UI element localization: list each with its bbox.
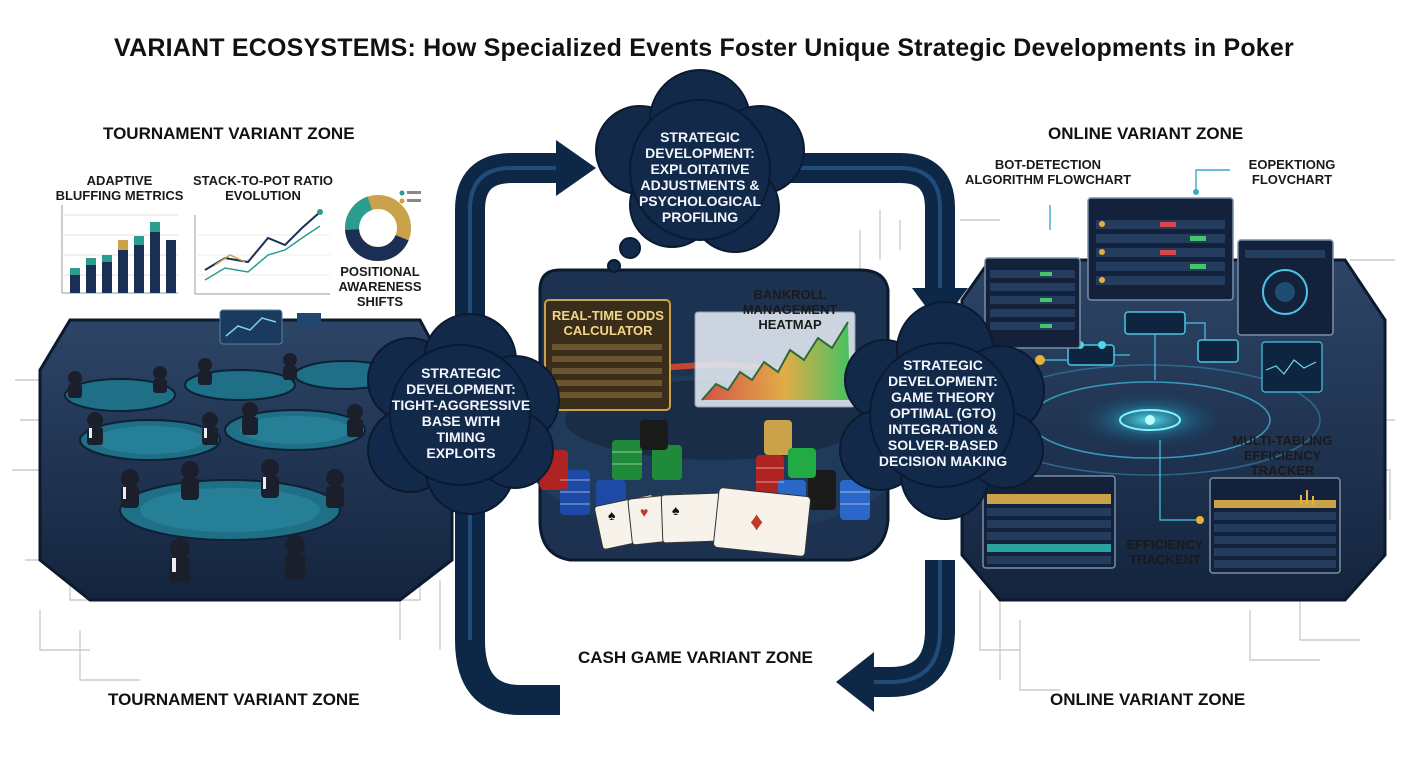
- online-zone-label-bottom: ONLINE VARIANT ZONE: [1050, 690, 1246, 709]
- cloud-tight-aggressive: [367, 313, 560, 515]
- bot-detection-label: BOT-DETECTION ALGORITHM FLOWCHART: [964, 157, 1132, 187]
- cloud-gto: [839, 301, 1045, 520]
- svg-text:♥: ♥: [640, 504, 648, 520]
- positional-awareness-label: POSITIONAL AWARENESS SHIFTS: [338, 264, 422, 309]
- exploitative-development-text: STRATEGIC DEVELOPMENT: EXPLOITATIVE ADJU…: [620, 122, 780, 232]
- exploitative-development-label: STRATEGIC DEVELOPMENT: EXPLOITATIVE ADJU…: [638, 129, 762, 225]
- tournament-zone-label-bottom: TOURNAMENT VARIANT ZONE: [108, 690, 360, 709]
- cash-zone-label: CASH GAME VARIANT ZONE: [578, 648, 813, 667]
- eopektiong-flowchart-label: EOPEKTIONG FLOVCHART: [1248, 157, 1336, 187]
- online-hexagon: [960, 169, 1387, 602]
- spr-evolution-line-chart: [194, 209, 330, 295]
- svg-text:♦: ♦: [750, 506, 763, 536]
- cloud-exploitative: [595, 69, 805, 273]
- spr-evolution-label: STACK-TO-POT RATIO EVOLUTION: [192, 173, 334, 203]
- odds-calculator-label: REAL-TIME ODDS CALCULATOR: [552, 308, 664, 338]
- efficiency-trackent-label: EFFICIENCY TRACKENT: [1126, 537, 1204, 567]
- online-zone-label-top: ONLINE VARIANT ZONE: [1048, 124, 1244, 143]
- tournament-zone-label-top: TOURNAMENT VARIANT ZONE: [103, 124, 355, 143]
- svg-text:♠: ♠: [608, 507, 616, 523]
- online-monitors: [982, 197, 1341, 574]
- gto-development-text: STRATEGIC DEVELOPMENT: GAME THEORY OPTIM…: [862, 350, 1024, 475]
- playing-cards: ♠ ♥ ♠ ♦: [594, 487, 811, 557]
- cash-game-panel: ♠ ♥ ♠ ♦: [525, 268, 905, 562]
- tight-aggressive-development-label: STRATEGIC DEVELOPMENT: TIGHT-AGGRESSIVE …: [391, 364, 531, 461]
- tight-aggressive-development-text: STRATEGIC DEVELOPMENT: TIGHT-AGGRESSIVE …: [386, 355, 536, 470]
- gto-development-label: STRATEGIC DEVELOPMENT: GAME THEORY OPTIM…: [878, 356, 1008, 469]
- positional-awareness-donut-chart: [345, 190, 421, 261]
- bluffing-metrics-label: ADAPTIVE BLUFFING METRICS: [55, 173, 184, 203]
- multi-tabling-tracker-label: MULTI-TABLING EFFICIENCY TRACKER: [1232, 433, 1333, 478]
- bluffing-metrics-bar-chart: [61, 205, 178, 294]
- svg-text:♠: ♠: [672, 502, 680, 518]
- bankroll-heatmap-label: BANKROLL MANAGEMENT HEATMAP: [742, 287, 838, 332]
- page-title: VARIANT ECOSYSTEMS: How Specialized Even…: [114, 34, 1294, 62]
